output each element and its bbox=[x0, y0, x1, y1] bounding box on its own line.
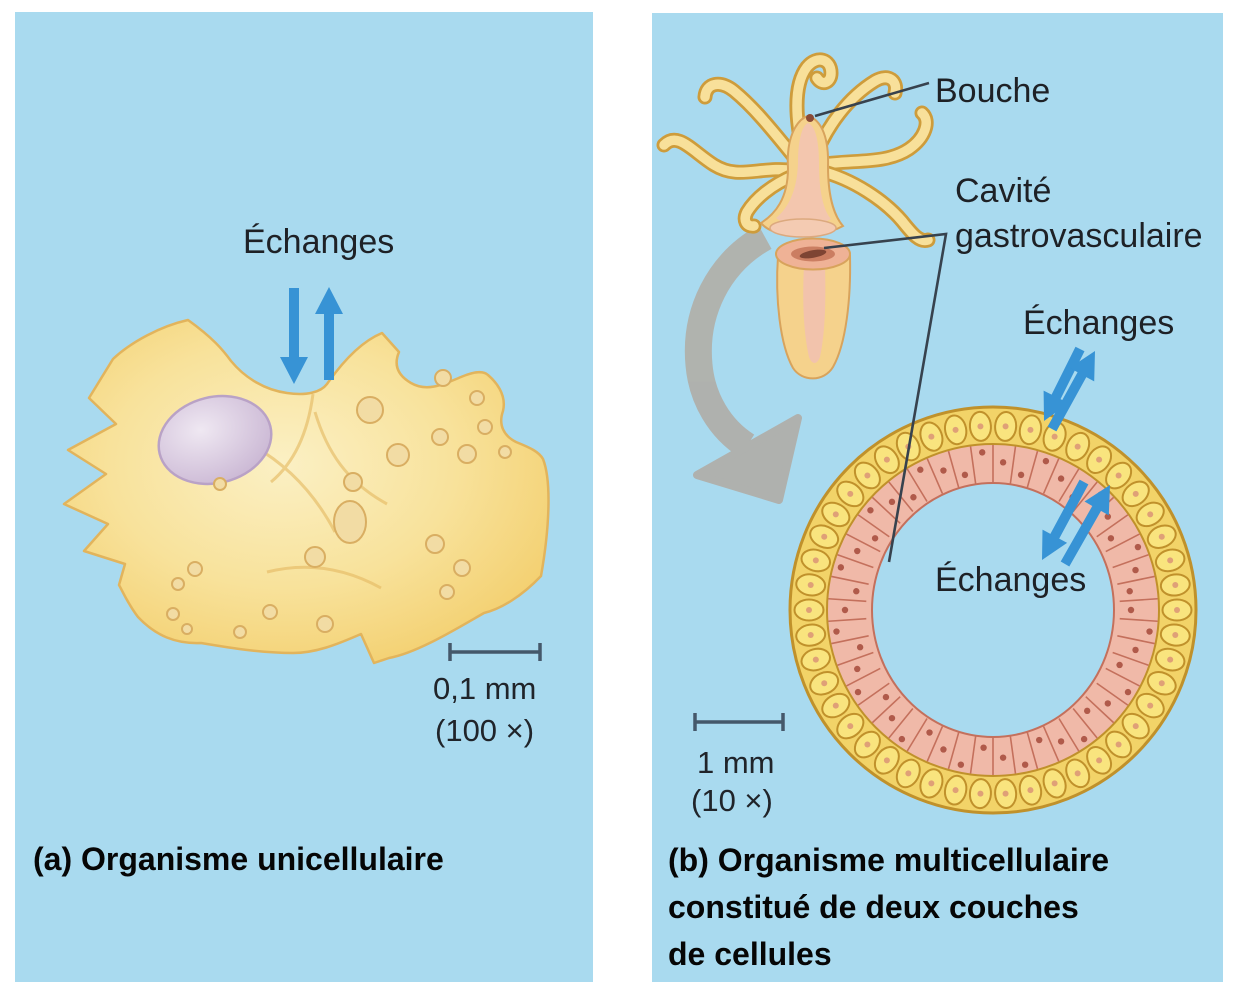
large-vacuole bbox=[333, 500, 367, 544]
caption-b-line2: constitué de deux couches bbox=[668, 889, 1079, 925]
mouth-label: Bouche bbox=[935, 72, 1051, 110]
exchanges-label-a: Échanges bbox=[243, 223, 395, 261]
caption-b-line1: (b) Organisme multicellulaire bbox=[668, 842, 1109, 878]
hydra-cut-edge-upper bbox=[769, 218, 837, 238]
hydra-figure-canvas bbox=[652, 13, 1198, 815]
magnification-a: (100 ×) bbox=[435, 713, 535, 748]
mouth-leader-line bbox=[814, 81, 930, 118]
panel-a-unicellular: Échanges 0,1 mm (100 ×) (a) Organisme un… bbox=[15, 12, 593, 982]
scale-length-b: 1 mm bbox=[697, 745, 775, 780]
exchanges-label-inner: Échanges bbox=[935, 561, 1087, 599]
amoeba-figure-canvas bbox=[62, 287, 550, 665]
scale-length-a: 0,1 mm bbox=[433, 671, 537, 706]
scale-bar-a bbox=[448, 643, 542, 661]
caption-a: (a) Organisme unicellulaire bbox=[33, 841, 444, 877]
caption-b-line3: de cellules bbox=[668, 936, 832, 972]
exchange-arrows-b bbox=[1042, 346, 1110, 567]
scale-bar-b bbox=[693, 713, 785, 731]
cytoplasm-strands bbox=[249, 393, 388, 590]
exchange-arrows-a bbox=[280, 287, 343, 384]
caption-b: (b) Organisme multicellulaire constitué … bbox=[668, 837, 1109, 978]
panel-b-multicellular: Bouche Cavité gastrovasculaire Échanges … bbox=[652, 13, 1223, 982]
mouth-dot bbox=[806, 114, 814, 122]
amoeba-cell bbox=[62, 318, 550, 665]
cavity-label-line2: gastrovasculaire bbox=[955, 217, 1203, 255]
cavity-label-line1: Cavité bbox=[955, 172, 1052, 210]
magnified-view-arrow bbox=[684, 225, 802, 504]
cavity-leader-line bbox=[823, 232, 948, 563]
exchanges-label-outer: Échanges bbox=[1023, 304, 1175, 342]
vesicles bbox=[166, 369, 512, 639]
body-wall-cross-section bbox=[788, 405, 1198, 815]
hydra-stalk-core bbox=[803, 265, 826, 363]
leader-lines bbox=[814, 81, 948, 563]
gastrovascular-slit bbox=[799, 249, 827, 259]
magnification-b: (10 ×) bbox=[691, 783, 773, 818]
hydra-upper-body-core bbox=[776, 123, 831, 226]
